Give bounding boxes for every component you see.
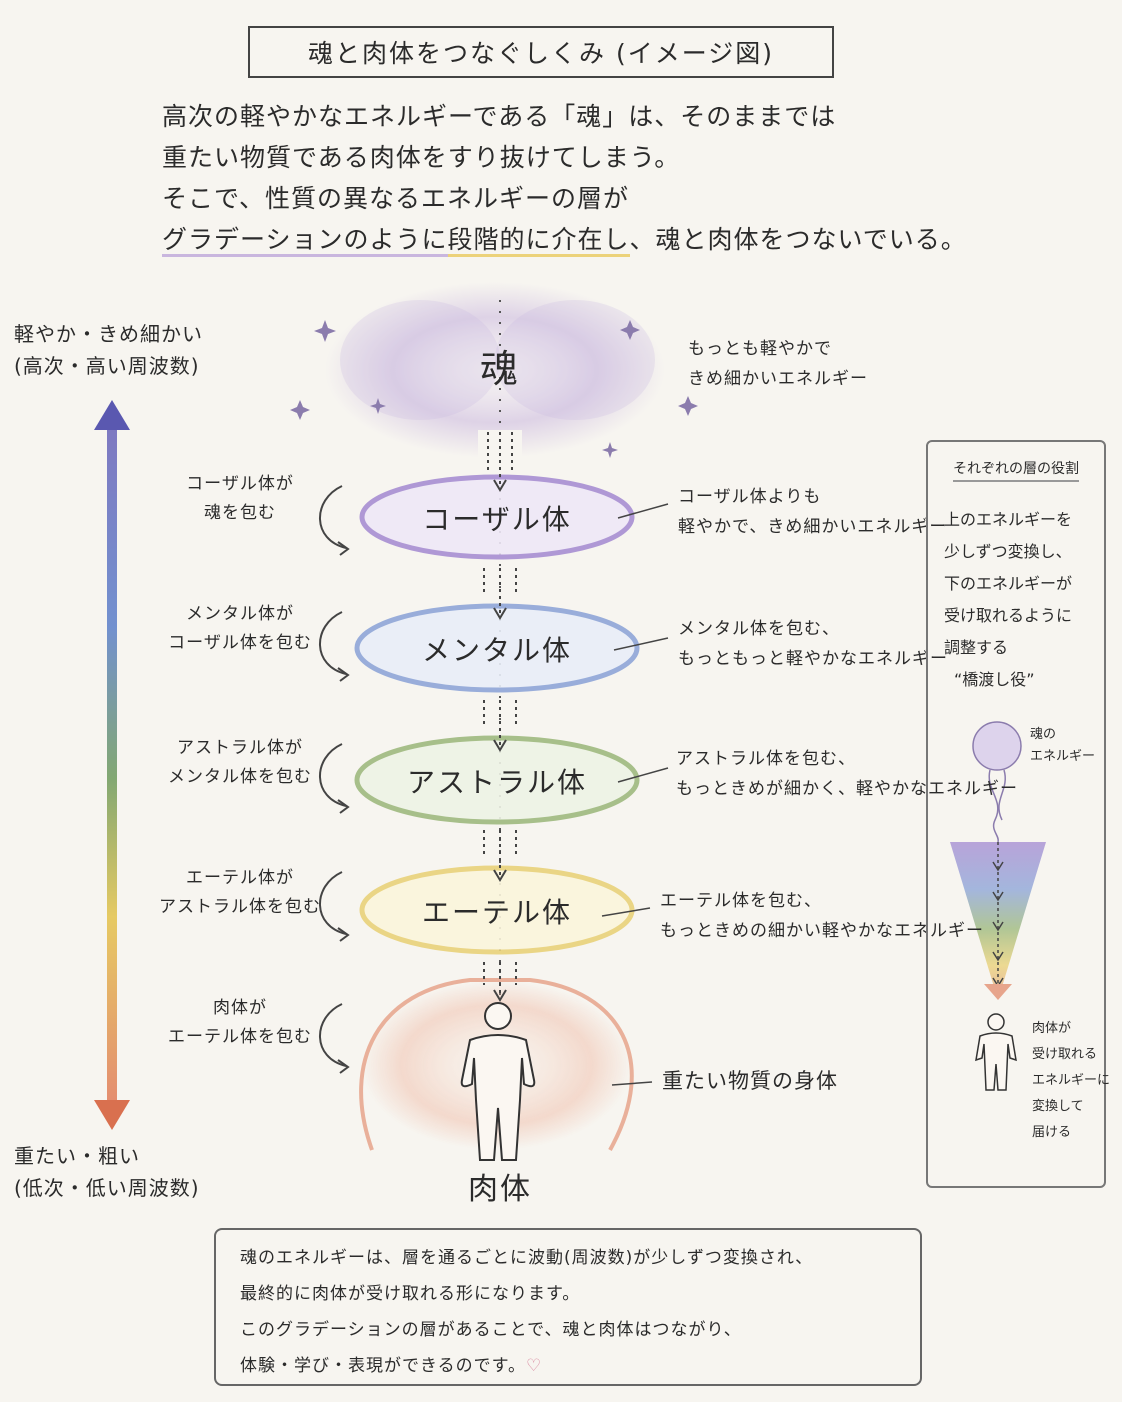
causal-body-ellipse bbox=[359, 474, 635, 560]
intro-line-4-end: 、魂と肉体をつないでいる。 bbox=[629, 225, 967, 254]
scale-top-label: 軽やか・きめ細かい (高次・高い周波数) bbox=[14, 322, 203, 378]
etheric-body-ellipse bbox=[359, 865, 635, 955]
wrap-label-etheric: エーテル体がアストラル体を包む bbox=[159, 868, 321, 917]
role-text: 上のエネルギーを 少しずつ変換し、 下のエネルギーが 受け取れるように 調整する… bbox=[944, 510, 1073, 689]
leader-lines bbox=[601, 503, 669, 1086]
summary-box: 魂のエネルギーは、層を通るごとに波動(周波数)が少しずつ変換され、 最終的に肉体… bbox=[214, 1228, 922, 1386]
summary-line-3: このグラデーションの層があることで、魂と肉体はつながり、 bbox=[240, 1320, 742, 1340]
transition-dots bbox=[478, 430, 522, 470]
role-box: それぞれの層の役割 上のエネルギーを 少しずつ変換し、 下のエネルギーが 受け取… bbox=[926, 440, 1110, 1188]
desc-etheric: エーテル体を包む、もっときめの細かい軽やかなエネルギー bbox=[660, 891, 984, 941]
title-box: 魂と肉体をつなぐしくみ (イメージ図) bbox=[248, 26, 834, 78]
wrap-label-physical: 肉体がエーテル体を包む bbox=[168, 998, 312, 1047]
mental-body-ellipse bbox=[354, 603, 640, 693]
desc-soul: もっとも軽やかできめ細かいエネルギー bbox=[688, 339, 868, 389]
sparkle-icon bbox=[290, 320, 698, 458]
role-soul-label: 魂の エネルギー bbox=[1030, 727, 1096, 764]
summary-line-1: 魂のエネルギーは、層を通るごとに波動(周波数)が少しずつ変換され、 bbox=[240, 1248, 814, 1268]
wrap-label-astral: アストラル体がメンタル体を包む bbox=[168, 738, 312, 787]
intro-line-4: グラデーションのように段階的に介在し、魂と肉体をつないでいる。 bbox=[162, 219, 1062, 260]
wrap-label-mental: メンタル体がコーザル体を包む bbox=[168, 604, 312, 653]
layer-name-soul: 魂 bbox=[479, 347, 520, 391]
intro-line-2: 重たい物質である肉体をすり抜けてしまう。 bbox=[162, 143, 681, 172]
desc-mental: メンタル体を包む、もっともっと軽やかなエネルギー bbox=[678, 619, 948, 669]
desc-causal: コーザル体よりも軽やかで、きめ細かいエネルギー bbox=[678, 487, 948, 537]
wrap-arrows bbox=[319, 485, 350, 1074]
astral-body-ellipse bbox=[354, 735, 640, 825]
intro-text: 高次の軽やかなエネルギーである「魂」は、そのままでは 重たい物質である肉体をすり… bbox=[162, 96, 1062, 260]
summary-line-4: 体験・学び・表現ができるのです。♡ bbox=[240, 1356, 543, 1376]
frequency-scale-arrow bbox=[94, 400, 130, 1130]
intro-line-1: 高次の軽やかなエネルギーである「魂」は、そのままでは bbox=[162, 102, 837, 131]
transition-arrows bbox=[483, 432, 517, 1002]
layer-name-etheric: エーテル体 bbox=[421, 896, 572, 929]
intro-gradation-phrase: グラデーションのように bbox=[162, 225, 448, 257]
desc-astral: アストラル体を包む、もっときめが細かく、軽やかなエネルギー bbox=[676, 749, 1018, 799]
wrap-label-causal: コーザル体が魂を包む bbox=[186, 474, 294, 523]
layer-name-causal: コーザル体 bbox=[422, 503, 572, 536]
layer-name-physical: 肉体 bbox=[468, 1172, 532, 1207]
layer-name-astral: アストラル体 bbox=[406, 766, 587, 799]
role-title: それぞれの層の役割 bbox=[928, 458, 1104, 482]
role-mini-diagram bbox=[950, 721, 1046, 1091]
heart-icon: ♡ bbox=[525, 1356, 543, 1376]
layer-name-mental: メンタル体 bbox=[421, 634, 572, 667]
role-body-label: 肉体が 受け取れる エネルギーに 変換して 届ける bbox=[1032, 1021, 1111, 1140]
intro-stepwise-phrase: 段階的に介在し bbox=[447, 225, 630, 257]
scale-bottom-label: 重たい・粗い (低次・低い周波数) bbox=[14, 1144, 200, 1200]
summary-line-2: 最終的に肉体が受け取れる形になります。 bbox=[240, 1284, 581, 1304]
human-figure-icon bbox=[460, 1002, 536, 1161]
soul-cloud bbox=[325, 282, 665, 458]
desc-physical: 重たい物質の身体 bbox=[662, 1069, 838, 1093]
page-title: 魂と肉体をつなぐしくみ (イメージ図) bbox=[308, 39, 774, 68]
intro-line-3: そこで、性質の異なるエネルギーの層が bbox=[162, 184, 630, 213]
